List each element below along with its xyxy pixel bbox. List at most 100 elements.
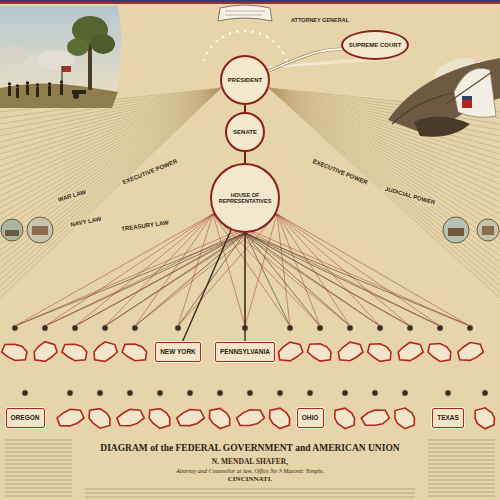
state-shape [94,342,117,362]
head [377,325,383,331]
state-box: OREGON [6,408,45,428]
print-line [428,483,495,484]
star [272,40,275,43]
print-line [428,471,495,472]
power-link [244,152,246,163]
state-box: TEXAS [432,408,464,428]
star [222,36,225,39]
print-line [5,459,72,460]
star [210,45,213,48]
line-label: ATTORNEY GENERAL [289,17,351,23]
fan-line [75,214,213,326]
head [445,390,451,396]
state-box: OHIO [297,408,324,428]
node-label: SENATE [233,129,257,136]
head [482,390,488,396]
state-shape [237,410,265,426]
head [407,325,413,331]
fan-line [269,88,500,196]
star [277,45,280,48]
fan-line [0,88,221,232]
print-line [428,479,495,480]
fan-line [277,214,440,326]
print-line [5,447,72,448]
representative-head [12,325,488,396]
head [102,325,108,331]
fan-line [269,88,500,172]
fan-line [135,214,213,326]
print-line [428,455,495,456]
print-line [85,488,415,489]
fan-line [0,88,221,280]
connector-shadow [268,49,342,71]
fan-line [277,214,410,326]
fan-line [269,88,500,184]
print-line [428,439,495,440]
fan-line [0,88,221,274]
print-line [5,487,72,488]
fan-line [245,233,320,326]
fan-line [269,88,500,298]
print-line [85,496,415,497]
constitution-scroll [218,5,272,21]
head [372,390,378,396]
head [12,325,18,331]
author-address: Attorney and Counsellor at law, Office N… [174,468,326,475]
print-line [428,475,495,476]
state-shape [122,344,147,361]
print-line [428,443,495,444]
head [157,390,163,396]
print-line [428,459,495,460]
head [67,390,73,396]
head [347,325,353,331]
print-line [428,495,495,496]
fan-line [277,214,350,326]
fan-line [0,88,221,292]
fan-line [245,233,290,326]
top-band [0,2,500,4]
node-label: OREGON [11,414,40,421]
state-shape [89,409,110,429]
star [236,30,239,33]
state-shape [177,410,205,426]
head [175,325,181,331]
print-line [428,491,495,492]
fan-line [269,88,500,214]
state-shape [57,409,84,426]
fan-line [15,233,245,326]
state-shape [308,344,332,361]
house-circle: HOUSE OF REPRESENTATIVES [210,163,280,233]
fan-line [245,233,440,326]
state-shape [428,344,451,362]
head [247,390,253,396]
fan-line [0,88,221,298]
head [72,325,78,331]
fan-line [0,88,221,238]
print-line [5,483,72,484]
star [229,32,232,35]
court-oval: SUPREME COURT [341,30,409,60]
fan-line [15,214,213,326]
fan-line [0,88,221,226]
fan-line [269,88,500,280]
state-link [182,230,231,342]
head [217,390,223,396]
print-line [428,463,495,464]
court-link [268,49,342,71]
state-shape [398,342,423,360]
fan-line [0,88,221,244]
star [259,32,262,35]
fan-line [245,233,470,326]
head [437,325,443,331]
state-shape [2,344,27,360]
print-line [5,495,72,496]
head [467,325,473,331]
fan-line [269,88,500,178]
print-line [5,475,72,476]
fan-line [269,88,500,274]
fan-line [269,88,500,292]
state-link [244,233,245,342]
state-shape [209,408,229,428]
head [307,390,313,396]
line-label: TREASURY LAW [119,219,171,233]
